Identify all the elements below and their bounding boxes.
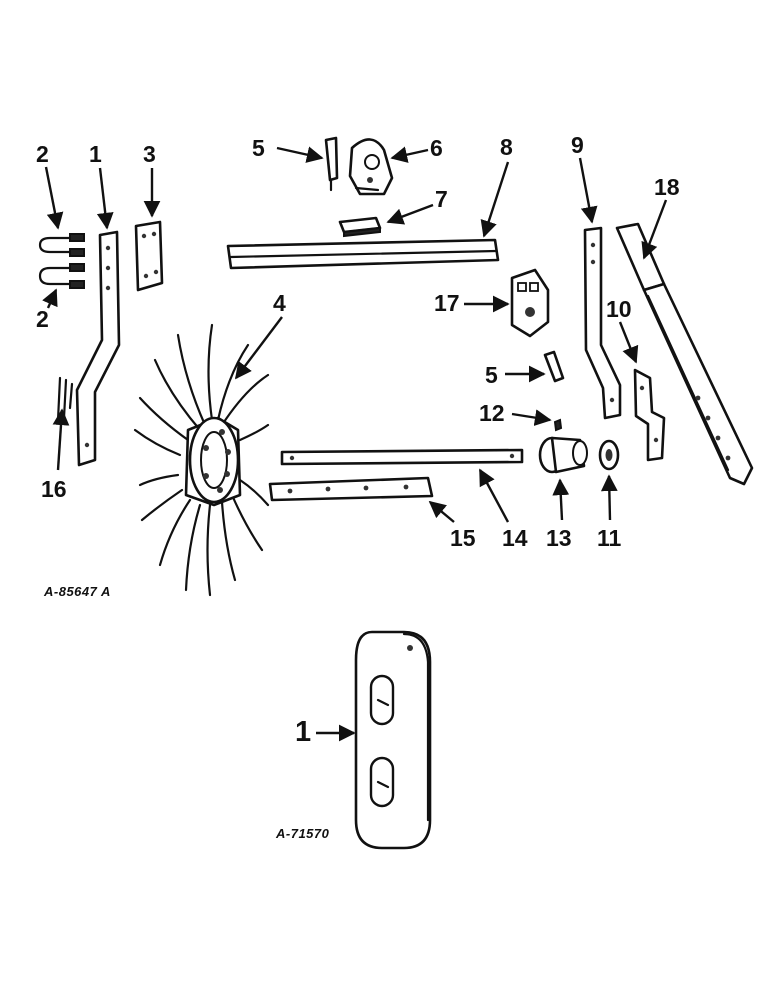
callout-5-lower: 5 xyxy=(485,362,498,388)
figure-code-upper: A-85647 A xyxy=(44,584,111,599)
axle-part-14 xyxy=(280,448,524,466)
offset-bracket-part-10 xyxy=(633,368,666,462)
callout-1-lower-figure: 1 xyxy=(295,716,312,748)
figure-code-lower: A-71570 xyxy=(276,826,330,841)
key-part-5-upper xyxy=(324,136,339,192)
callout-17: 17 xyxy=(434,290,460,316)
callout-2-lower: 2 xyxy=(36,306,49,332)
pin-part-12 xyxy=(553,418,563,432)
callout-5-upper: 5 xyxy=(252,135,265,161)
u-bolt-part-2 xyxy=(38,233,85,289)
washer-part-11 xyxy=(598,439,620,471)
callout-16: 16 xyxy=(41,476,67,502)
key-part-5-lower xyxy=(543,350,565,383)
clamp-plate-part-3 xyxy=(134,220,164,292)
callout-13: 13 xyxy=(546,525,572,551)
leader-lines xyxy=(42,146,668,742)
spider-wheel-part-4 xyxy=(133,323,270,597)
bar-part-8 xyxy=(226,238,500,270)
callout-10: 10 xyxy=(606,296,632,322)
support-bar-part-18 xyxy=(615,222,754,486)
callout-4: 4 xyxy=(273,290,286,316)
shank-part-9 xyxy=(583,226,622,420)
callout-11: 11 xyxy=(597,525,622,551)
spacer-part-15 xyxy=(268,476,434,502)
spacer-block-lower-part-1 xyxy=(354,630,432,850)
callout-7: 7 xyxy=(435,186,448,212)
callout-6: 6 xyxy=(430,135,443,161)
pin-part-16 xyxy=(56,376,74,422)
callout-15: 15 xyxy=(450,525,476,551)
callout-2-upper: 2 xyxy=(36,141,49,167)
bearing-housing-part-6 xyxy=(348,138,394,196)
callout-8: 8 xyxy=(500,134,513,160)
callout-12: 12 xyxy=(479,400,505,426)
key-block-part-7 xyxy=(338,216,382,238)
bearing-bracket-part-17 xyxy=(510,268,550,338)
callout-1: 1 xyxy=(89,141,102,167)
shank-part-1 xyxy=(75,230,121,467)
callout-18: 18 xyxy=(654,174,680,200)
callout-3: 3 xyxy=(143,141,156,167)
callout-9: 9 xyxy=(571,132,584,158)
callout-14: 14 xyxy=(502,525,528,551)
bearing-part-13 xyxy=(538,436,588,474)
